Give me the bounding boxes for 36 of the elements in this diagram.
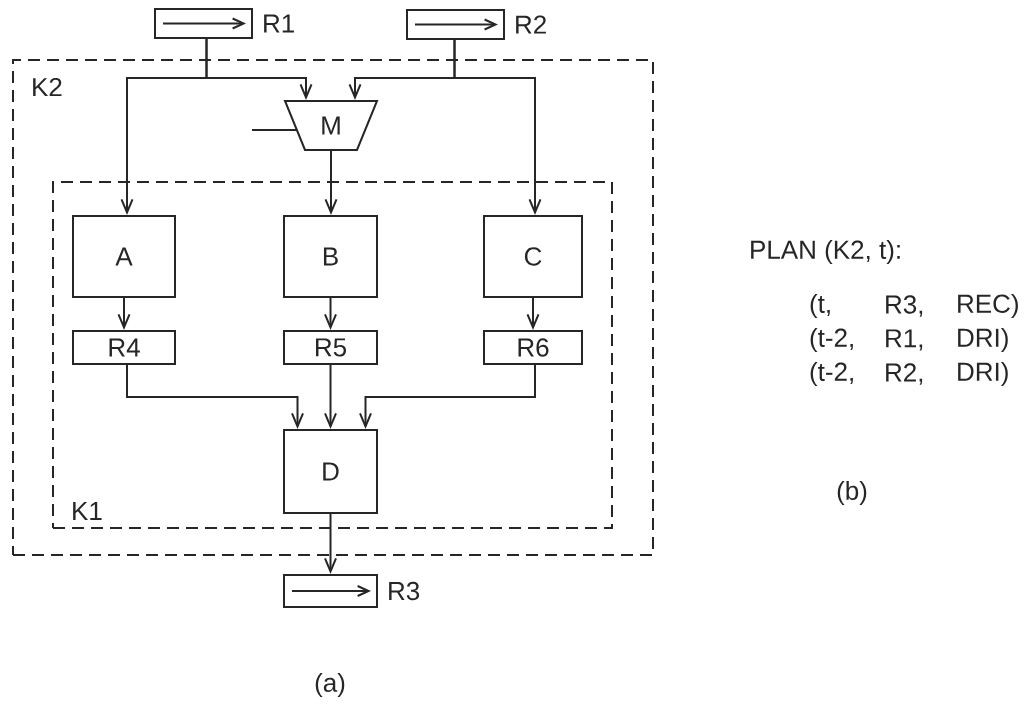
process-box: C — [483, 215, 583, 298]
arrow — [205, 38, 313, 100]
arrow — [526, 297, 540, 330]
arrow — [324, 364, 337, 429]
arrow — [324, 150, 338, 215]
plan-text: R2, — [886, 363, 923, 385]
plan-text: R3, — [886, 295, 923, 317]
register-box: R5 — [283, 330, 378, 365]
node-label: R1 — [264, 14, 294, 33]
caption: (a) — [315, 672, 345, 698]
node-label: R2 — [516, 15, 546, 34]
process-box: B — [283, 215, 378, 298]
plan-text: DRI) — [958, 361, 1008, 387]
plan-text: (t-2, — [810, 327, 853, 353]
arrow — [126, 364, 304, 429]
arrow — [453, 39, 542, 215]
arrow — [324, 513, 337, 574]
connector-line — [251, 129, 298, 131]
process-box: A — [72, 215, 176, 298]
shift-register: R1 — [154, 8, 294, 39]
plan-text: PLAN (K2, t): — [751, 239, 900, 265]
caption: (b) — [837, 480, 867, 506]
register-box: R6 — [483, 330, 583, 365]
node-label: R3 — [389, 581, 420, 601]
plan-text: (t-2, — [810, 361, 853, 387]
shift-register: R3 — [283, 574, 420, 608]
plan-text: DRI) — [958, 327, 1008, 353]
plan-text: REC) — [958, 293, 1018, 319]
plan-text: (t, — [810, 293, 830, 319]
process-box: D — [283, 429, 378, 514]
plan-text: R1, — [886, 329, 923, 351]
arrow — [359, 364, 536, 429]
shift-register: R2 — [406, 9, 546, 40]
register-box: R4 — [72, 330, 176, 365]
arrow — [117, 297, 131, 330]
arrow — [324, 297, 337, 330]
